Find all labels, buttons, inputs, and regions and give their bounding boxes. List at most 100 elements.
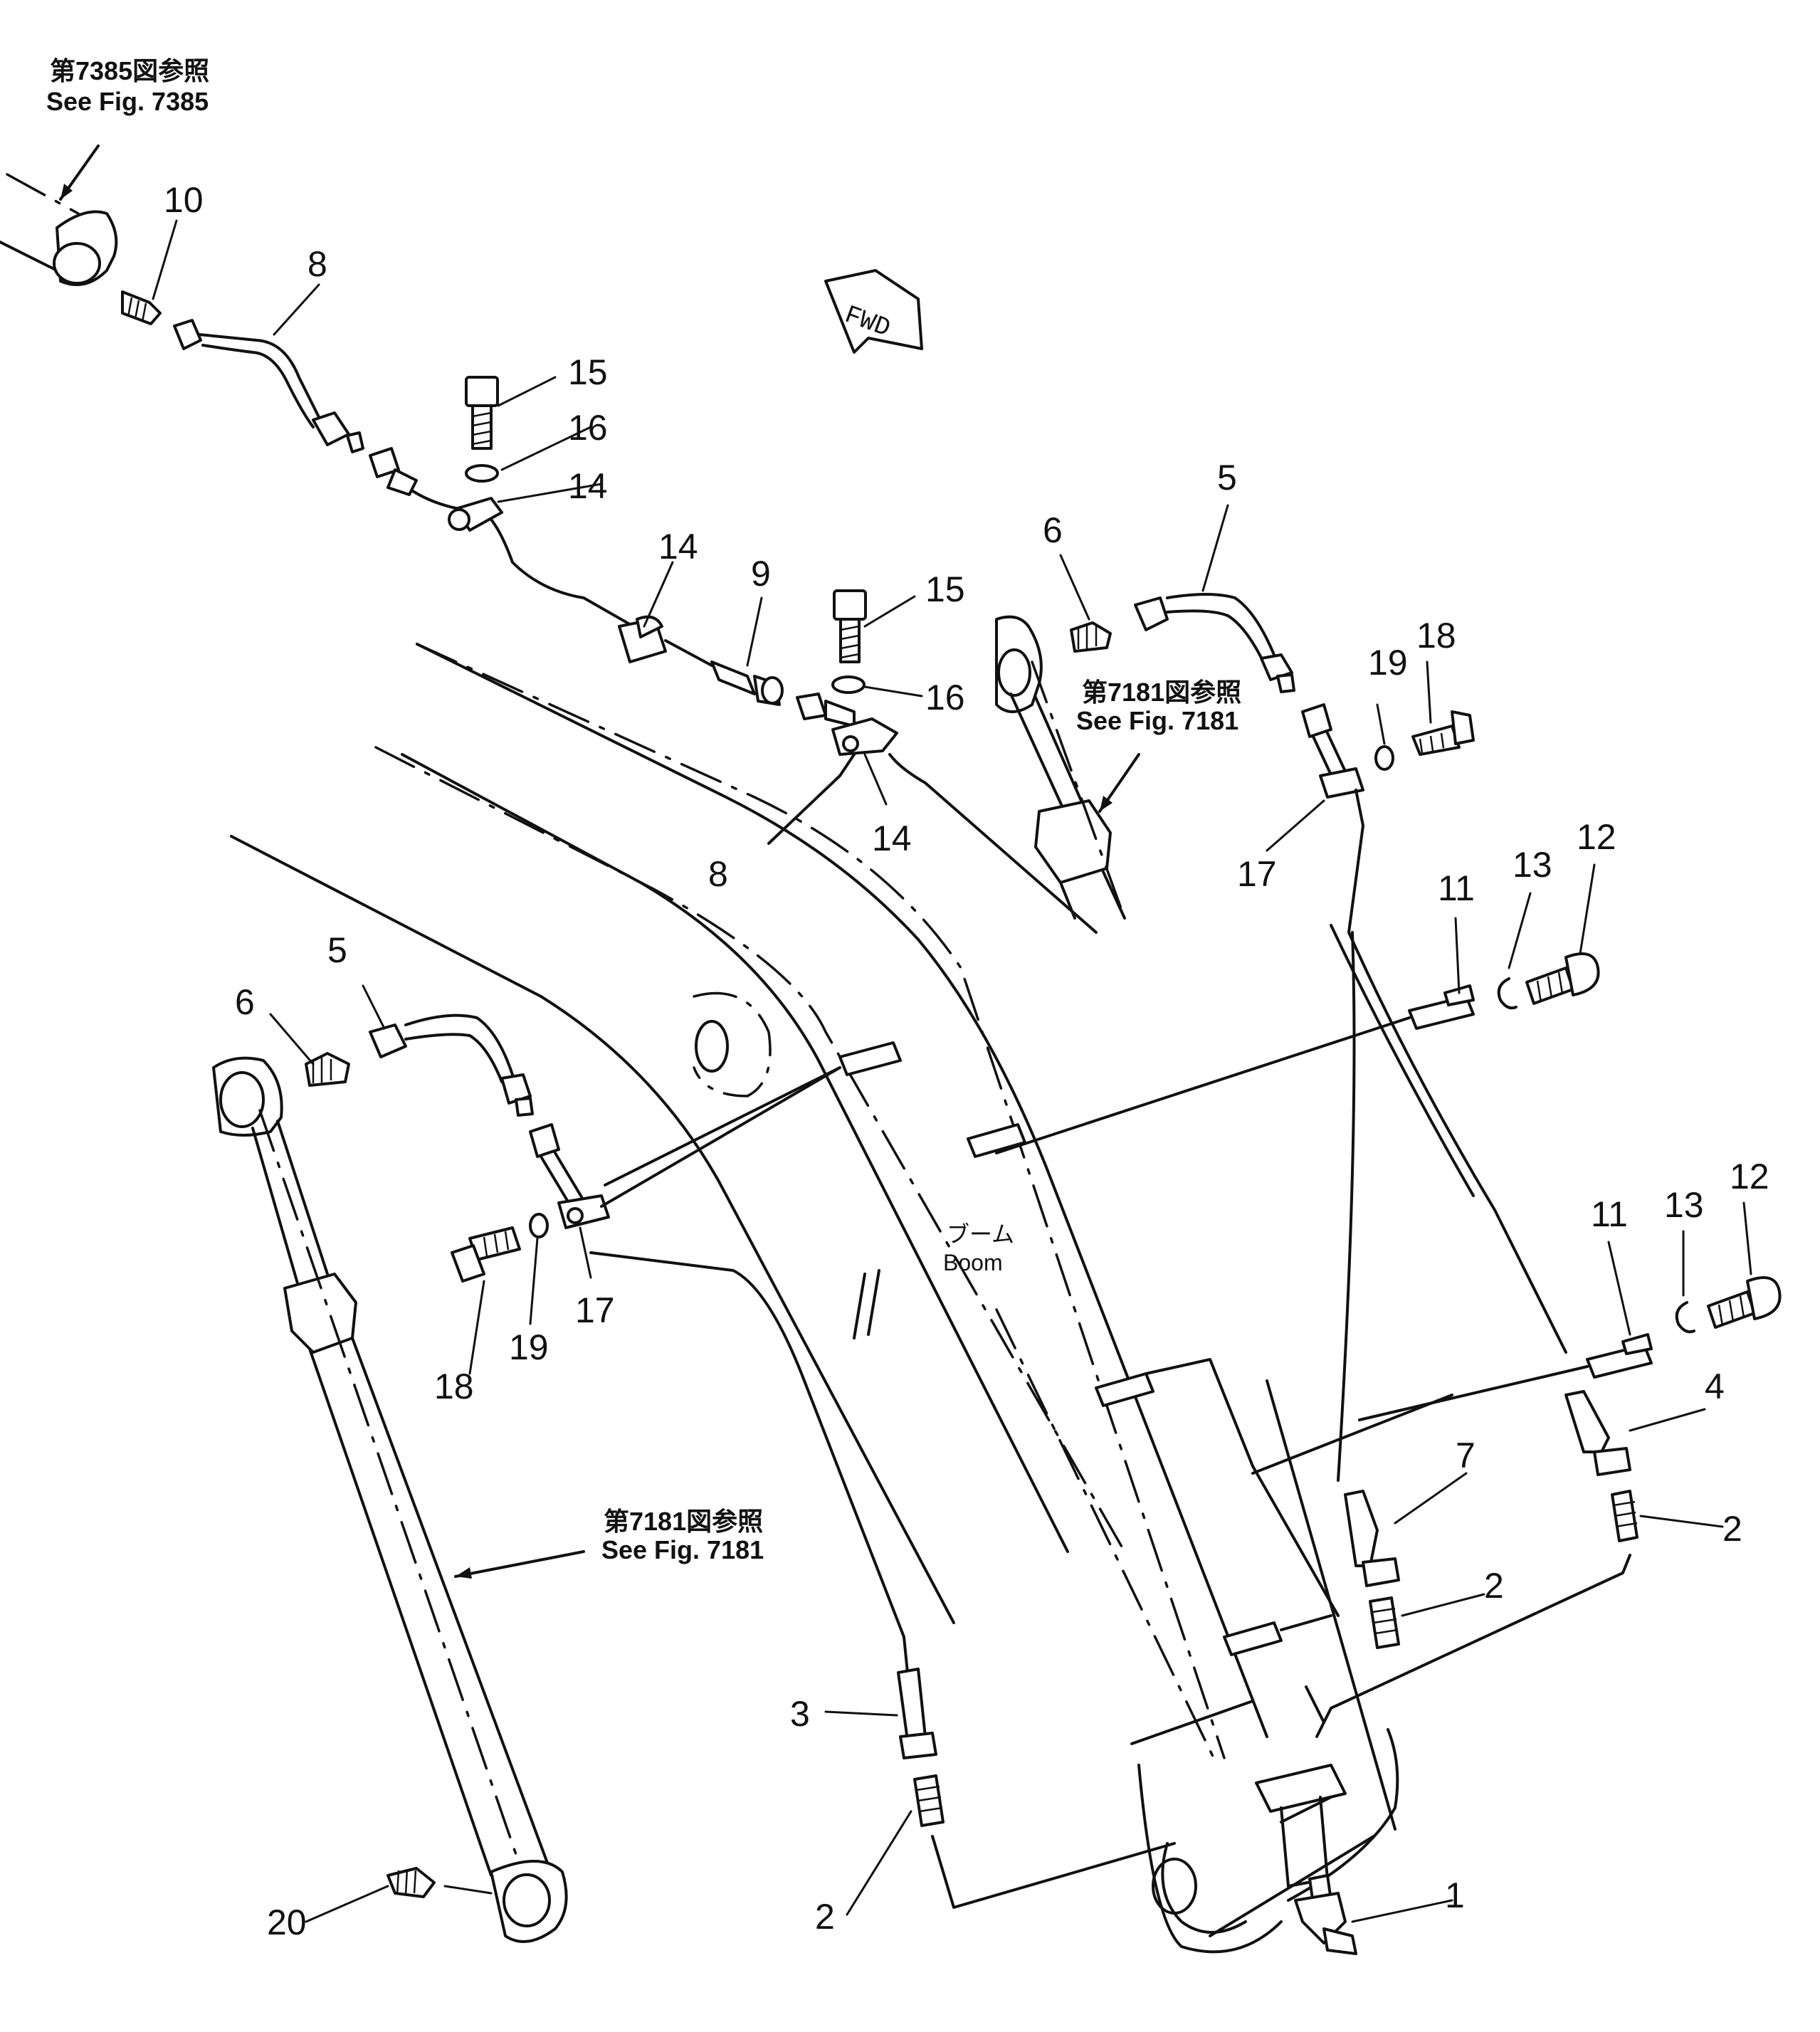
tube-3	[897, 1636, 937, 1759]
tube-17-lower	[529, 1066, 841, 1229]
bolt-12-lower	[1707, 1276, 1782, 1329]
washer-16-b	[831, 675, 866, 694]
part-num-5-upper: 5	[1217, 458, 1237, 498]
part-num-9: 9	[751, 554, 771, 594]
bolt-18-upper	[1411, 710, 1475, 756]
bolt-12-upper	[1525, 952, 1600, 1005]
hose-5-upper	[1134, 593, 1295, 693]
clip-line-upper	[995, 1016, 1411, 1154]
ref-7181-lower-jp: 第7181図参照	[604, 1507, 763, 1536]
part-num-15b: 15	[925, 569, 965, 609]
clip-11-upper	[1408, 984, 1475, 1030]
clamp-14-b	[618, 615, 667, 663]
part-num-8b: 8	[708, 854, 728, 894]
clip-upper-left	[838, 1041, 902, 1076]
ref-7181-upper-jp: 第7181図参照	[1082, 678, 1241, 707]
tube-9	[710, 660, 784, 706]
washer-19-upper	[1374, 745, 1394, 771]
part-num-2-middle: 2	[1484, 1566, 1504, 1606]
part-num-11-upper: 11	[1438, 868, 1475, 908]
part-num-13-upper: 13	[1513, 845, 1552, 885]
part-num-2-right: 2	[1722, 1509, 1742, 1549]
part-num-8: 8	[307, 244, 327, 284]
tube-run-right	[888, 753, 1098, 934]
washer-19-lower	[529, 1213, 549, 1238]
tube-9-upper	[369, 447, 635, 628]
fitting-10	[121, 290, 162, 325]
part-num-11-lower: 11	[1591, 1194, 1628, 1234]
bolt-18-lower	[451, 1226, 521, 1283]
part-num-6-lower: 6	[235, 982, 255, 1022]
washer-16-a	[465, 464, 499, 483]
part-num-18-lower: 18	[434, 1367, 474, 1406]
boom-label-en: Boom	[943, 1250, 1003, 1275]
ref-7385-en: See Fig. 7385	[46, 87, 209, 116]
clip-mid-c	[1223, 1614, 1332, 1656]
part-number-labels: 10 8 15 16 14 14 9 15 16 14 8 6 5 19 18 …	[164, 180, 1769, 1942]
fitting-20	[386, 1867, 436, 1898]
fitting-9-end	[796, 693, 856, 727]
top-left-arm-cylinder-end	[0, 173, 118, 286]
part-num-19-upper: 19	[1368, 643, 1408, 683]
clip-mid-b	[1095, 1358, 1340, 1617]
part-num-14b: 14	[658, 527, 698, 567]
upper-right-cylinder	[995, 615, 1126, 920]
part-num-16a: 16	[568, 408, 608, 448]
clip-line-left	[604, 1066, 841, 1186]
lower-left-cylinder	[212, 1056, 568, 1943]
part-num-18-upper: 18	[1416, 616, 1456, 656]
part-num-14a: 14	[568, 466, 608, 506]
clamp-14-c	[831, 717, 898, 756]
boom-foot-pin	[693, 991, 772, 1097]
clip-11-lower	[1586, 1333, 1653, 1379]
tube-17-upper	[1301, 703, 1567, 1354]
part-num-14c: 14	[872, 818, 912, 858]
fitting-2-right	[1611, 1490, 1638, 1542]
part-num-10: 10	[164, 180, 204, 220]
part-num-6-upper: 6	[1043, 510, 1063, 550]
tube-3-run	[589, 1251, 905, 1638]
part-num-13-lower: 13	[1664, 1185, 1704, 1225]
part-num-17-upper: 17	[1237, 854, 1277, 894]
snap-ring-13-lower	[1675, 1301, 1695, 1334]
hose-5-lower	[369, 1014, 534, 1117]
ref-7181-upper-en: See Fig. 7181	[1076, 706, 1238, 735]
fitting-2-left	[913, 1774, 945, 1827]
fitting-6-lower	[305, 1052, 350, 1087]
bolt-15-b	[833, 589, 867, 663]
fitting-2-middle	[1369, 1596, 1400, 1649]
part-num-5-lower: 5	[327, 930, 347, 970]
part-num-12-lower: 12	[1730, 1157, 1769, 1196]
clip-mid-a	[967, 1123, 1026, 1158]
fitting-1	[1294, 1874, 1357, 1955]
tube-4	[1564, 1390, 1631, 1476]
boom-label-jp: ブーム	[947, 1221, 1014, 1247]
boom-structure	[230, 643, 1589, 1954]
ref-7385-jp: 第7385図参照	[50, 56, 209, 85]
reference-arrow-7181-lower	[454, 1550, 585, 1579]
pipe-left-lower	[931, 1835, 1176, 1909]
tube-7	[1337, 931, 1400, 1587]
leader-lines	[152, 219, 1752, 1923]
fitting-6-upper	[1070, 621, 1112, 653]
bolt-15-a	[465, 376, 499, 450]
part-num-17-lower: 17	[575, 1290, 615, 1330]
clamp-14-a	[448, 497, 503, 532]
leader-8-to-clamp	[767, 753, 856, 845]
reference-arrow-7181-upper	[1098, 753, 1140, 813]
ref-7181-lower-en: See Fig. 7181	[601, 1535, 764, 1564]
hose-8	[173, 319, 364, 453]
part-num-7: 7	[1456, 1436, 1476, 1475]
part-num-15a: 15	[568, 352, 608, 392]
part-num-3: 3	[790, 1694, 810, 1734]
fwd-arrow: FWD	[824, 269, 923, 354]
manifold-block	[1255, 1764, 1347, 1888]
part-num-16b: 16	[925, 678, 965, 717]
part-num-4: 4	[1705, 1367, 1725, 1406]
part-num-1: 1	[1445, 1875, 1465, 1915]
part-num-2-left: 2	[815, 1897, 835, 1937]
part-num-12-upper: 12	[1577, 817, 1616, 857]
part-num-20: 20	[267, 1902, 307, 1942]
reference-arrow-7385	[59, 144, 100, 201]
